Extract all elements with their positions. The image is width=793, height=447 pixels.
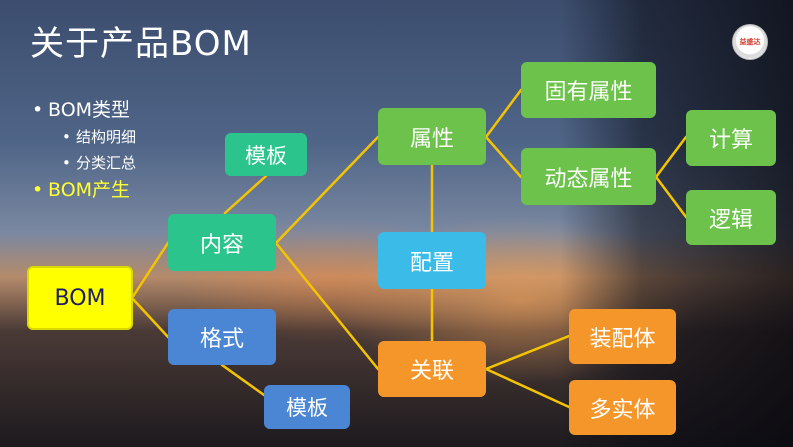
link-bom-format	[130, 296, 170, 339]
node-inherent-attribute: 固有属性	[521, 62, 656, 118]
bullet-text: 结构明细	[76, 128, 137, 146]
bullet-text: 分类汇总	[76, 154, 137, 172]
logo-text: 益盛达	[739, 38, 761, 46]
bullet-item-highlighted: •BOM产生	[32, 179, 131, 201]
link-content-attribute	[274, 135, 380, 245]
node-bom: BOM	[27, 266, 133, 330]
node-multi-entity: 多实体	[569, 380, 676, 435]
company-logo: 益盛达	[732, 24, 768, 60]
link-attribute-dynamic	[484, 135, 523, 179]
link-format-template	[220, 363, 266, 397]
node-association: 关联	[378, 341, 486, 397]
node-calculate: 计算	[686, 110, 776, 166]
node-attribute: 属性	[378, 108, 486, 165]
link-content-association	[274, 241, 380, 371]
node-assembly: 装配体	[569, 309, 676, 364]
link-association-multi	[484, 367, 571, 409]
node-dynamic-attribute: 动态属性	[521, 148, 656, 205]
node-template-top: 模板	[225, 133, 307, 176]
link-dynamic-calculate	[654, 135, 688, 179]
bullet-list: •BOM类型 •结构明细 •分类汇总 •BOM产生	[32, 96, 136, 204]
bullet-text: BOM类型	[48, 99, 131, 121]
node-template-bottom: 模板	[264, 385, 350, 429]
node-config: 配置	[378, 232, 486, 289]
node-content: 内容	[168, 214, 276, 271]
link-attribute-inherent	[484, 88, 523, 139]
link-dynamic-logic	[654, 175, 688, 219]
bullet-subitem: •结构明细	[62, 128, 137, 146]
node-format: 格式	[168, 309, 276, 365]
bullet-item: •BOM类型	[32, 99, 131, 121]
link-association-assembly	[484, 334, 571, 371]
bullet-subitem: •分类汇总	[62, 154, 137, 172]
link-bom-content	[130, 241, 170, 300]
link-content-template	[223, 174, 268, 215]
slide-title: 关于产品BOM	[30, 24, 252, 64]
bullet-text: BOM产生	[48, 179, 131, 201]
node-logic: 逻辑	[686, 190, 776, 245]
